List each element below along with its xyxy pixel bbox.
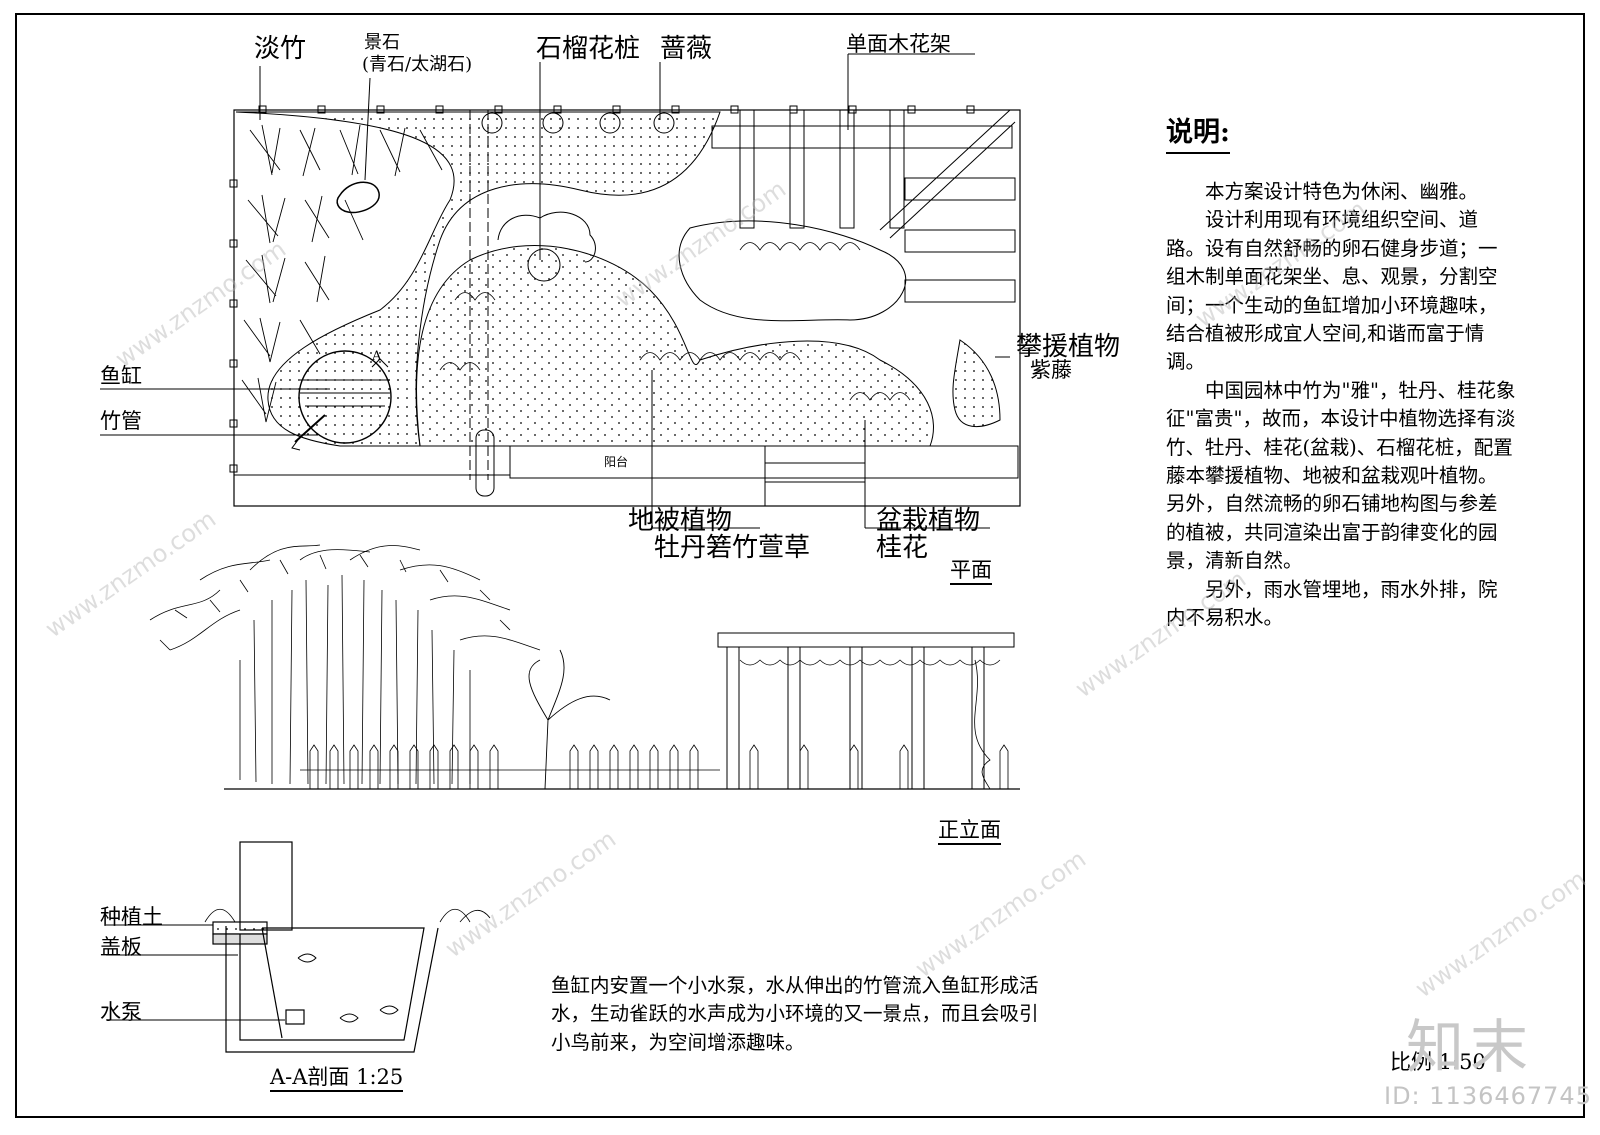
bamboo-elevation [149,544,541,785]
bamboo-pipe-plan [294,414,326,443]
pump-section [285,1009,305,1025]
design-notes: 说明: 本方案设计特色为休闲、幽雅。 设计利用现有环境组织空间、道路。设有自然舒… [1166,110,1516,633]
label-trellis: 单面木花架 [846,32,951,56]
trellis-elevation [717,632,1015,790]
logo-watermark: 知末 [1406,1013,1535,1081]
notes-paragraph: 本方案设计特色为休闲、幽雅。 [1205,180,1479,203]
notes-title: 说明: [1166,110,1230,154]
ground-cover-plan-symbols [439,242,911,401]
label-stone: 景石 [364,32,400,53]
front-elevation [149,544,1020,790]
section-marker-top [371,358,389,368]
label-fish-tank: 鱼缸 [100,364,142,388]
label-balcony: 阳台 [604,455,629,469]
bamboo-pipe-section [239,841,293,931]
fish-tank-section [225,926,439,1053]
label-pomegranate: 石榴花桩 [536,34,641,64]
plan-outline [233,109,1021,507]
section-marker-bottom [291,439,301,451]
notes-paragraph: 中国园林中竹为"雅"，牡丹、桂花象征"富贵"，故而，本设计中植物选择有淡竹、牡丹… [1166,378,1516,573]
balcony-area [509,445,1019,479]
label-wisteria: 紫藤 [1030,358,1072,382]
section-title: A-A剖面 1:25 [270,1067,404,1092]
plan-title: 平面 [950,560,992,585]
label-osmanthus: 桂花 [876,533,929,563]
section-marker-label: A [372,349,382,364]
pomegranate-elevation [528,649,611,790]
picket-fence [300,744,1009,789]
label-stone-types: (青石/太湖石) [362,54,473,75]
bamboo-plan-symbols [241,124,443,423]
notes-paragraph: 另外，雨水管埋地，雨水外排，院内不易积水。 [1166,577,1498,630]
fish-tank-plan [298,350,392,444]
label-rose: 蔷薇 [660,34,713,64]
section-aa [106,841,491,1053]
label-bamboo: 淡竹 [254,34,307,64]
label-soil: 种植土 [100,905,163,929]
scale-label: 比例 1:50 [1390,1050,1486,1074]
lawn-area [416,245,934,447]
label-pump: 水泵 [100,1000,142,1024]
pomegranate-plan-symbols [481,112,675,282]
label-cover: 盖板 [100,935,142,959]
plan-leaders [100,53,1010,529]
label-ground-cover: 地被植物 [628,506,733,536]
label-bamboo-pipe: 竹管 [100,409,142,433]
pump-note: 鱼缸内安置一个小水泵，水从伸出的竹管流入鱼缸形成活水，生动雀跃的水声成为小环境的… [551,974,1039,1054]
id-watermark: ID: 1136467745 [1384,1082,1592,1110]
sheet-frame [15,13,1585,1118]
trellis-plan [711,109,1016,303]
scenic-stone [336,181,380,214]
label-potted: 盆栽植物 [876,506,981,536]
plan-view [229,105,1021,507]
label-ground-cover-species: 牡丹箬竹萱草 [654,533,811,563]
elevation-title: 正立面 [938,820,1001,845]
notes-paragraph: 设计利用现有环境组织空间、道路。设有自然舒畅的卵石健身步道；一组木制单面花架坐、… [1166,208,1498,374]
label-climbing: 攀援植物 [1016,332,1121,362]
